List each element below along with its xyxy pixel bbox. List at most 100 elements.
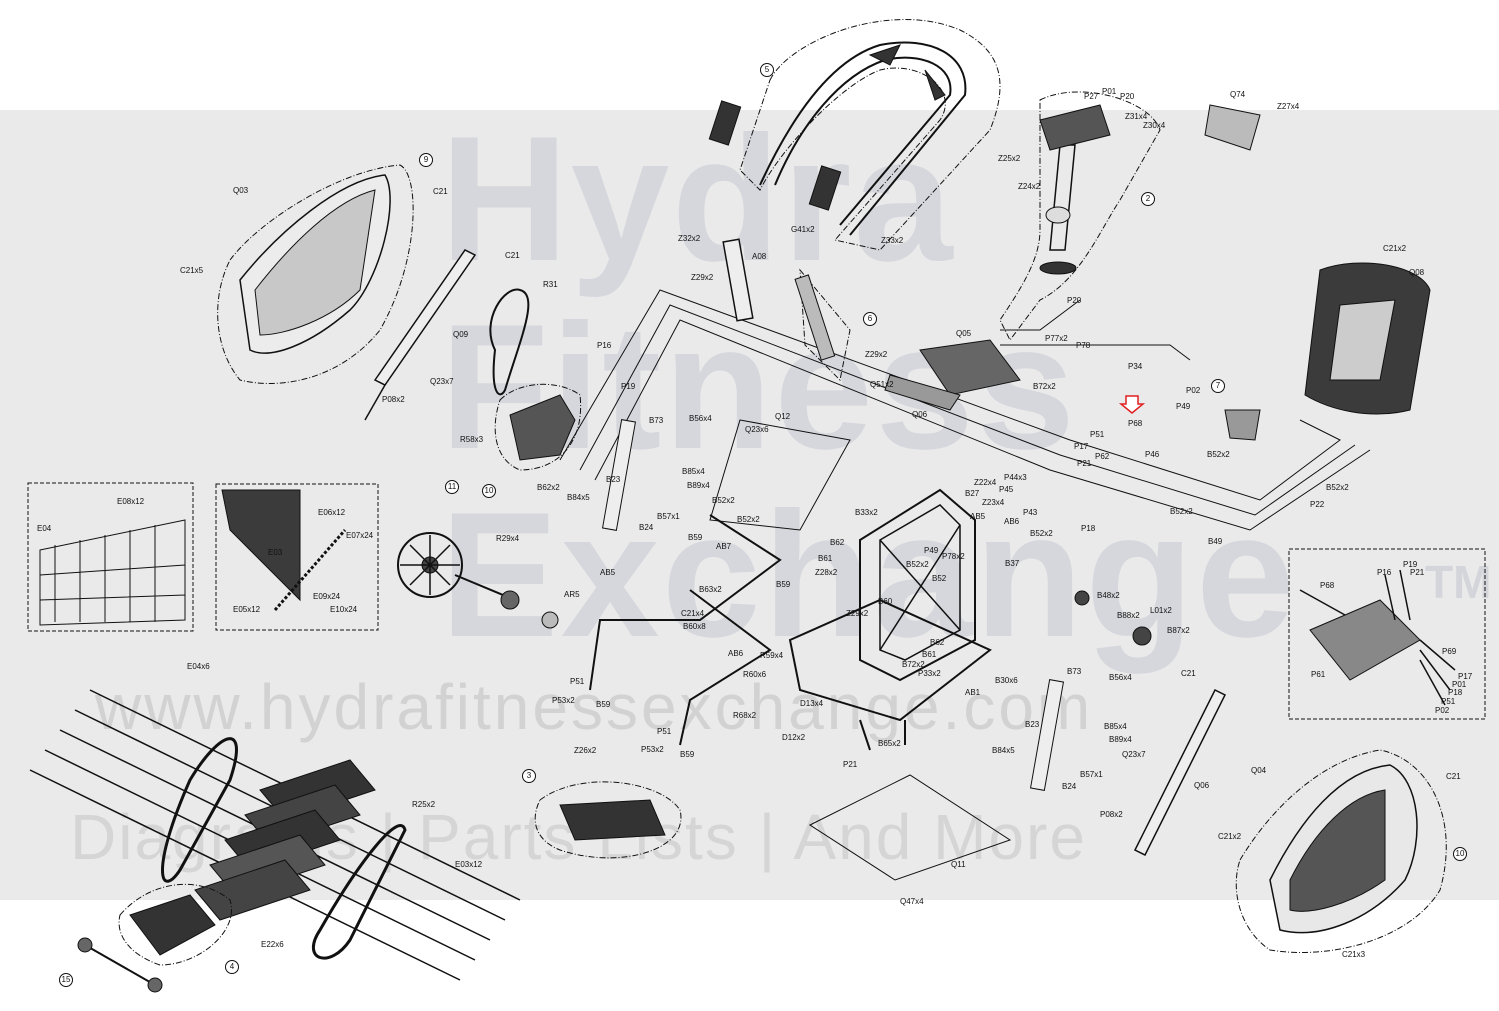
part-label: Z32x2 [678,234,701,243]
part-label: Z28x2 [815,568,838,577]
part-label: AB5 [970,512,986,521]
frame-leg [859,719,906,751]
part-label: B33x2 [855,508,878,517]
part-label: D12x2 [782,733,806,742]
assembly-callout: 10 [482,484,496,498]
part-label: P44x3 [1004,473,1027,482]
part-label: B30x6 [995,676,1018,685]
part-label: AR5 [564,590,580,599]
part-label: B52x2 [712,496,735,505]
part-label: Q04 [1251,766,1267,775]
part-label: P18 [1081,524,1096,533]
part-label: P16 [1377,568,1392,577]
frame-base [788,598,992,722]
part-label: B52x2 [1170,507,1193,516]
part-label: B72x2 [1033,382,1056,391]
rail-guide [364,384,386,421]
wiring-channel [559,289,1341,501]
part-label: C21 [1181,669,1196,678]
part-label: P19 [621,382,636,391]
assembly-callout: 11 [445,480,459,494]
part-label: Q74 [1230,90,1246,99]
part-label: P33x2 [918,669,941,678]
tread-belt-left [161,737,238,883]
part-label: Q23x7 [430,377,454,386]
rail-Q09 [373,249,477,386]
bracket-74 [1204,104,1261,151]
part-label: Z29x2 [691,273,714,282]
part-label: B27 [965,489,980,498]
part-label: Z30x4 [1143,121,1166,130]
part-label: B65x2 [878,739,901,748]
handle-grip [708,100,742,146]
part-label: E04 [37,524,52,533]
part-label: B48x2 [1097,591,1120,600]
part-label: R59x4 [760,651,784,660]
arm-6 [794,274,836,361]
part-label: P45 [999,485,1014,494]
tread-slat [194,859,311,921]
part-label: B62 [930,638,945,647]
crank-arm-AB5 [589,514,782,691]
part-label: Q11 [951,860,966,869]
part-label: B57x1 [1080,770,1103,779]
part-label: B87x2 [1167,626,1190,635]
part-label: Z33x2 [881,236,904,245]
part-label: P02 [1186,386,1201,395]
part-label: L01x2 [1150,606,1172,615]
part-label: B52x2 [737,515,760,524]
part-label: E07x24 [346,531,374,540]
cover-Q06 [884,374,961,411]
assembly-callout: 9 [419,153,433,167]
motor [509,394,576,461]
part-label: D13x4 [800,699,824,708]
inset-deck-grid [39,519,186,626]
wheel-B48 [1074,590,1090,606]
part-label: Z25x2 [998,154,1021,163]
part-label: E10x24 [330,605,358,614]
part-label: P43 [1023,508,1038,517]
part-label: B61 [818,554,833,563]
part-label: B52x2 [906,560,929,569]
part-label: P46 [1145,450,1160,459]
part-label: E03 [268,548,283,557]
foot-pad-4-outline [118,883,232,966]
flywheel-spokes [400,535,460,595]
cup-holder [1045,206,1071,224]
wiring-channel [579,304,1356,516]
part-label: A08 [752,252,767,261]
linkage-7 [1224,409,1261,441]
part-label: P53x2 [552,696,575,705]
part-label: P20 [1067,296,1082,305]
part-label: P18 [1448,688,1463,697]
part-label: B88x2 [1117,611,1140,620]
part-label: P27 [1084,92,1099,101]
part-label: B84x5 [567,493,590,502]
main-frame [859,488,976,682]
part-label: B85x4 [682,467,705,476]
part-label: E04x6 [187,662,210,671]
part-label: Z27x4 [1277,102,1300,111]
part-label: P69 [1442,647,1457,656]
part-label: P53x2 [641,745,664,754]
part-label: E08x12 [117,497,145,506]
assembly-callout: 2 [1141,192,1155,206]
part-label: E09x24 [313,592,341,601]
part-label: P61 [1311,670,1326,679]
part-label: B57x1 [657,512,680,521]
inset-box-slat [215,483,379,631]
part-label: B24 [639,523,654,532]
part-label: B52x2 [1207,450,1230,459]
part-label: C21x4 [681,609,705,618]
part-label: P08x2 [382,395,405,404]
inset-box-console [1288,548,1486,720]
assembly-callout: 10 [1453,847,1467,861]
arm-6-outline [799,268,851,382]
part-label: R58x3 [460,435,484,444]
part-label: P01 [1102,87,1117,96]
rear-shroud-outline [217,164,414,384]
part-label: B56x4 [1109,673,1132,682]
assembly-callout: 5 [760,63,774,77]
part-label: E22x6 [261,940,284,949]
part-label: B24 [1062,782,1077,791]
